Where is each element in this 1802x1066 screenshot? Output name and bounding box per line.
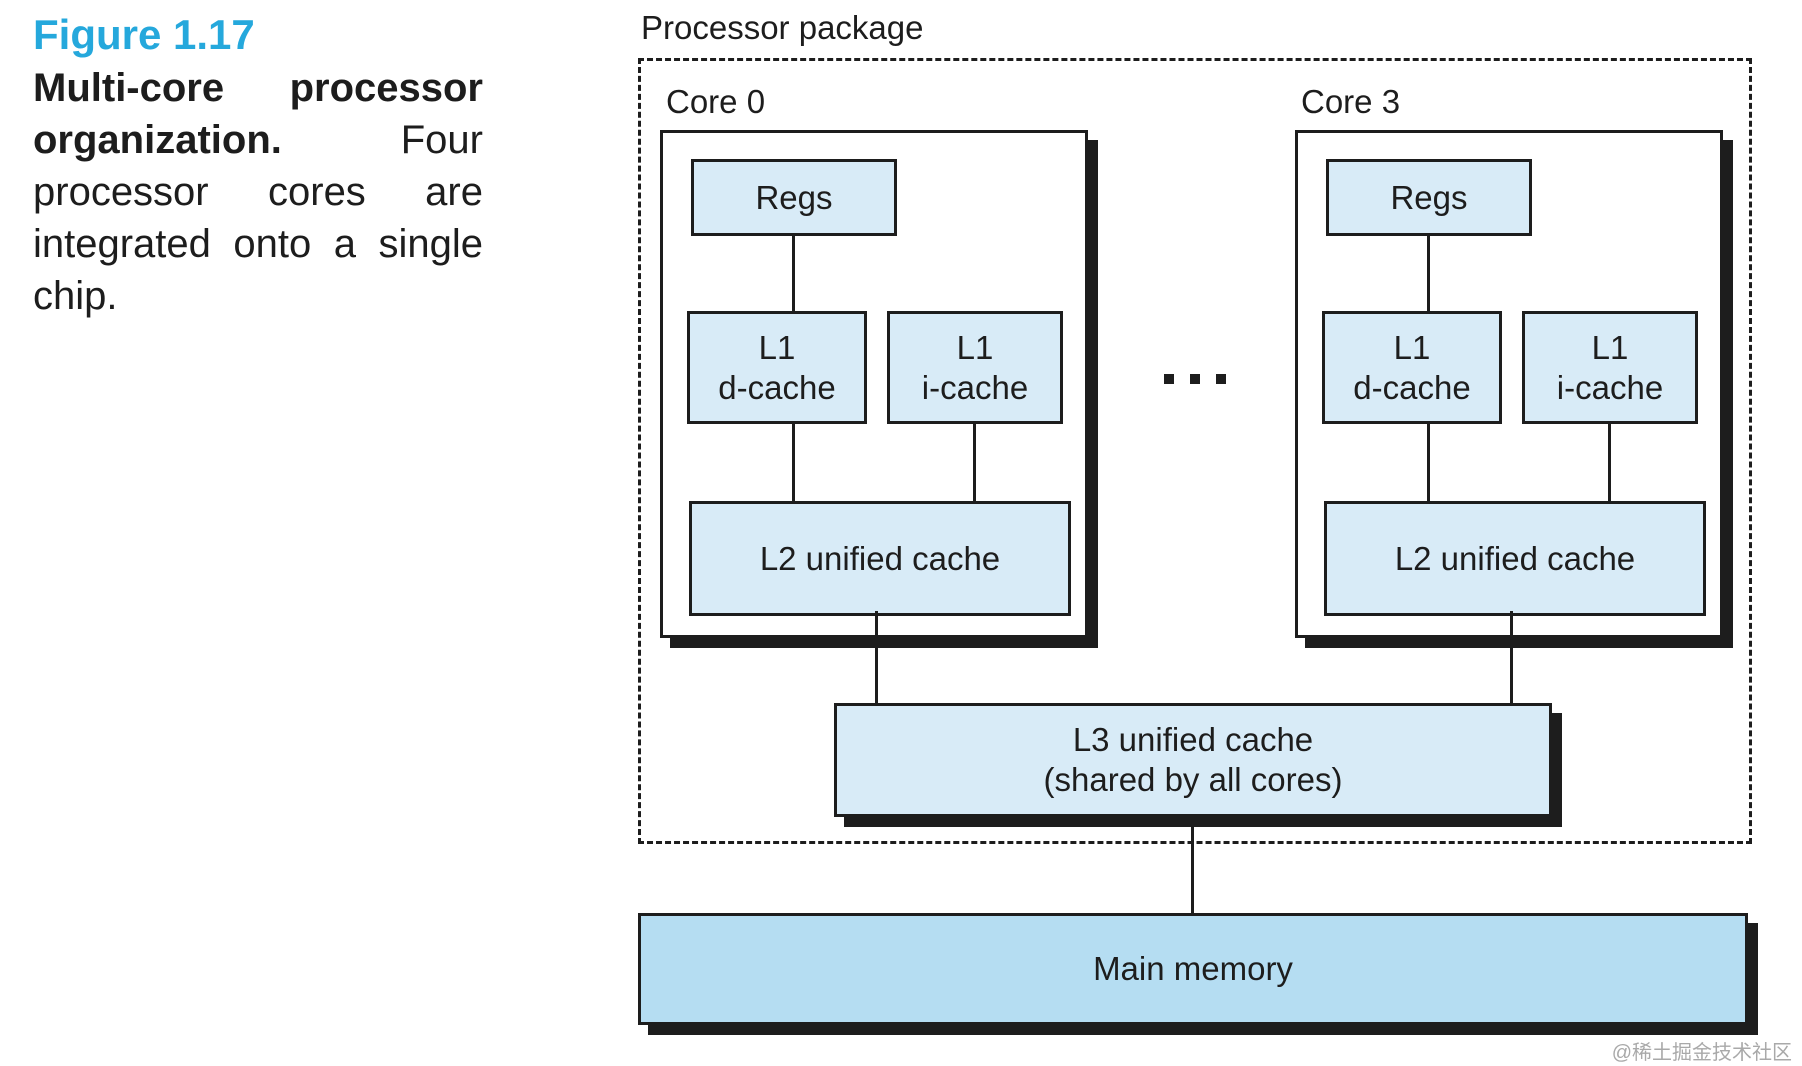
figure-caption: Multi-core processor organization. Four …	[33, 62, 483, 322]
regs-label: Regs	[755, 178, 833, 216]
connector-l1i-to-l2	[1608, 422, 1611, 503]
l1-icache-line1: L1	[956, 328, 994, 366]
l1-icache-line2: i-cache	[1556, 368, 1664, 406]
connector-regs-to-l1d	[792, 234, 795, 313]
l2-cache-label: L2 unified cache	[1394, 539, 1636, 577]
core3-l1-dcache-box: L1 d-cache	[1322, 311, 1502, 424]
core0-label: Core 0	[666, 83, 766, 120]
ellipsis-dot-icon	[1190, 374, 1200, 384]
connector-l1i-to-l2	[973, 422, 976, 503]
l1-dcache-line2: d-cache	[718, 368, 836, 406]
main-memory-box: Main memory	[638, 913, 1748, 1025]
connector-l1d-to-l2	[1427, 422, 1430, 503]
connector-core0-l2-to-l3	[875, 611, 878, 705]
l1-dcache-line1: L1	[758, 328, 796, 366]
l1-icache-line1: L1	[1591, 328, 1629, 366]
figure-caption-title: Multi-core processor organization.	[33, 66, 483, 162]
ellipsis-dot-icon	[1216, 374, 1226, 384]
core0-l1-dcache-box: L1 d-cache	[687, 311, 867, 424]
watermark: @稀土掘金技术社区	[1611, 1042, 1792, 1064]
connector-core3-l2-to-l3	[1510, 611, 1513, 705]
core0-l2-cache-box: L2 unified cache	[689, 501, 1071, 616]
processor-package-label: Processor package	[641, 9, 924, 46]
core3-regs-box: Regs	[1326, 159, 1532, 236]
l1-dcache-line2: d-cache	[1353, 368, 1471, 406]
figure-number-label: Figure 1.17	[33, 11, 255, 58]
core3-box: Regs L1 d-cache L1 i-cache L2 unified ca…	[1295, 130, 1723, 638]
core3-label: Core 3	[1301, 83, 1401, 120]
l3-cache-box: L3 unified cache (shared by all cores)	[834, 703, 1552, 817]
core0-box: Regs L1 d-cache L1 i-cache L2 unified ca…	[660, 130, 1088, 638]
omitted-cores-ellipsis-icon	[1164, 374, 1226, 384]
main-memory-label: Main memory	[1093, 950, 1293, 987]
l2-cache-label: L2 unified cache	[759, 539, 1001, 577]
connector-l1d-to-l2	[792, 422, 795, 503]
regs-label: Regs	[1390, 178, 1468, 216]
l3-cache-line2: (shared by all cores)	[1043, 761, 1343, 798]
l1-icache-line2: i-cache	[921, 368, 1029, 406]
connector-regs-to-l1d	[1427, 234, 1430, 313]
core3-l2-cache-box: L2 unified cache	[1324, 501, 1706, 616]
connector-l3-to-main-memory	[1191, 815, 1194, 915]
l1-dcache-line1: L1	[1393, 328, 1431, 366]
ellipsis-dot-icon	[1164, 374, 1174, 384]
core0-l1-icache-box: L1 i-cache	[887, 311, 1063, 424]
l3-cache-line1: L3 unified cache	[1072, 721, 1314, 758]
core0-regs-box: Regs	[691, 159, 897, 236]
processor-package-boundary	[638, 58, 1752, 844]
figure-caption-body: Four processor cores are integrated onto…	[33, 118, 483, 318]
core3-l1-icache-box: L1 i-cache	[1522, 311, 1698, 424]
